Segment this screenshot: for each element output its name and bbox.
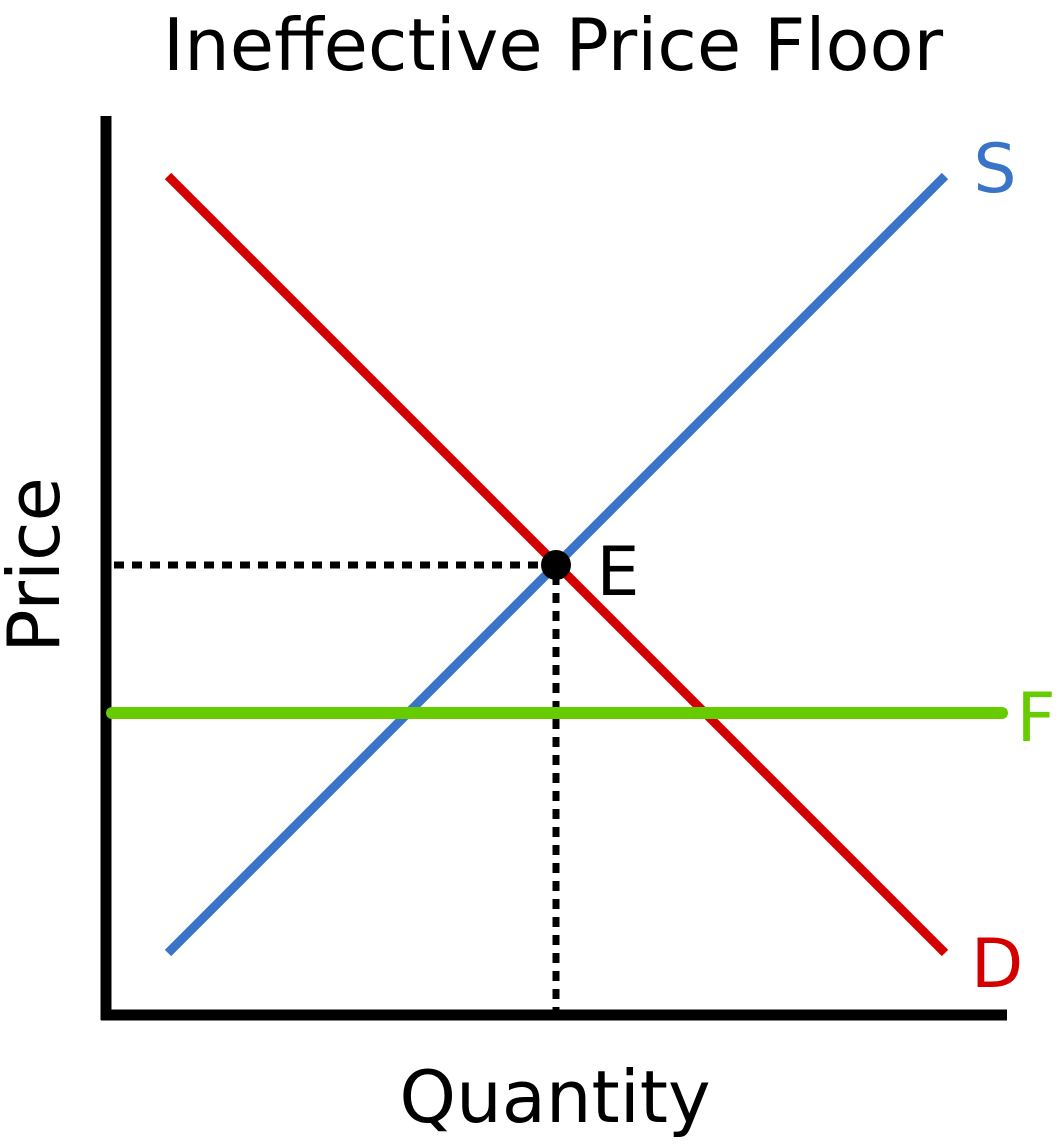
- demand-label: D: [971, 925, 1023, 1004]
- supply-label: S: [973, 130, 1016, 209]
- equilibrium-point: [541, 550, 571, 580]
- diagram-title: Ineffective Price Floor: [163, 3, 944, 87]
- y-axis-label: Price: [0, 477, 76, 653]
- x-axis-label: Quantity: [399, 1055, 710, 1139]
- floor-label: F: [1016, 679, 1055, 758]
- equilibrium-label: E: [597, 533, 640, 612]
